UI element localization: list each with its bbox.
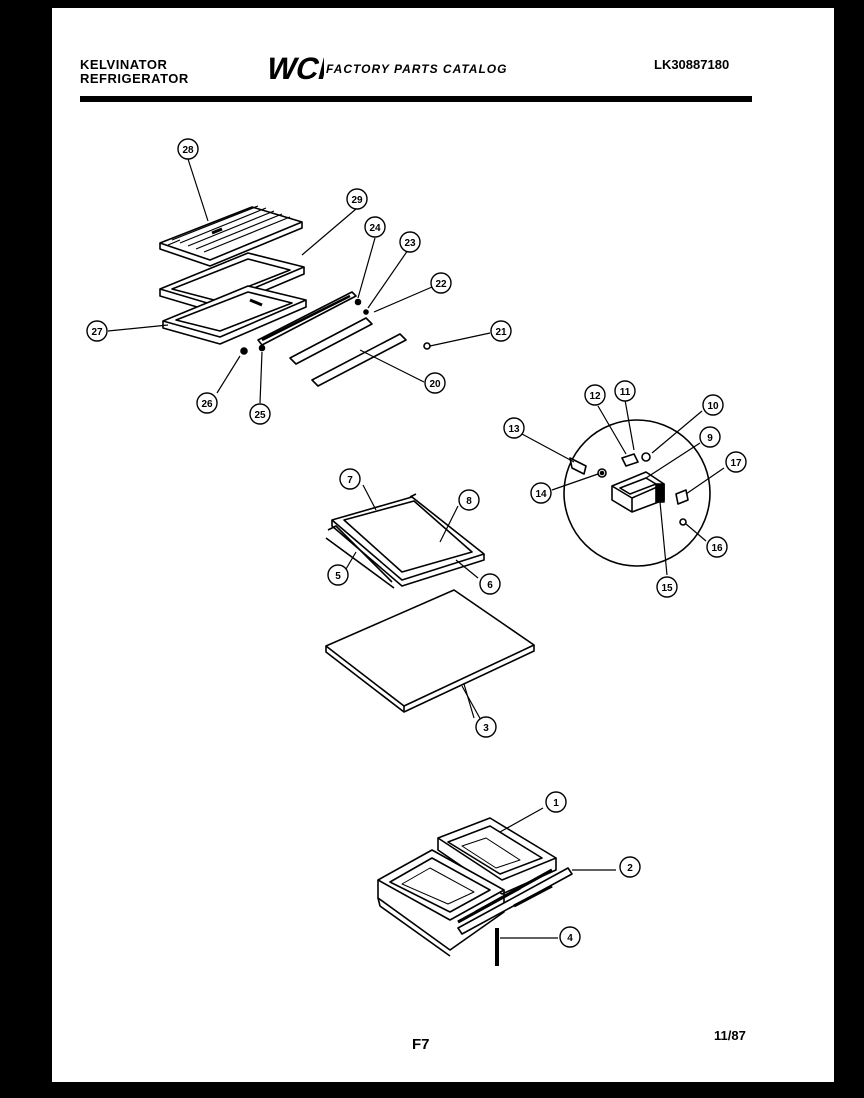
callout-8: 8: [466, 496, 472, 507]
wci-logo: WCI: [263, 51, 324, 84]
header-rule: [80, 96, 752, 102]
shelf-rail-left: [257, 291, 357, 346]
callout-6: 6: [487, 580, 493, 591]
logo-text: WCI: [263, 51, 324, 84]
callout-21: 21: [495, 327, 507, 338]
brand-block: KELVINATOR REFRIGERATOR: [80, 58, 189, 86]
callout-20-upper: 20: [429, 379, 441, 390]
callout-17: 17: [730, 458, 742, 469]
callout-14: 14: [535, 489, 547, 500]
callout-1: 1: [553, 798, 559, 809]
glass-shelf-assembly: [325, 493, 485, 589]
callout-25: 25: [254, 410, 266, 421]
callout-16: 16: [711, 543, 723, 554]
product-type: REFRIGERATOR: [80, 71, 189, 86]
crisper-rails: [457, 867, 573, 935]
page-code: F7: [412, 1036, 430, 1053]
callout-12: 12: [589, 391, 601, 402]
leader-lines: [107, 158, 725, 939]
brand-name: KELVINATOR: [80, 57, 168, 72]
callout-3: 3: [483, 723, 489, 734]
callout-2: 2: [627, 863, 633, 874]
callout-23: 23: [404, 238, 416, 249]
callout-29: 29: [351, 195, 363, 206]
callout-24: 24: [369, 223, 381, 234]
catalog-date: 11/87: [714, 1028, 746, 1043]
catalog-title: FACTORY PARTS CATALOG: [326, 62, 508, 76]
callout-13: 13: [508, 424, 520, 435]
shelf-rail-lower: [311, 333, 407, 387]
callout-28: 28: [182, 145, 194, 156]
callout-5: 5: [335, 571, 341, 582]
callout-27: 27: [91, 327, 103, 338]
shelf-grille-assembly: [159, 205, 303, 267]
callout-9: 9: [707, 433, 713, 444]
callout-circles: [86, 138, 747, 948]
callout-10: 10: [707, 401, 719, 412]
shelf-frame-lower: [162, 285, 307, 345]
shelf-rail-middle: [289, 317, 373, 365]
callout-7: 7: [347, 475, 353, 486]
callout-22: 22: [435, 279, 447, 290]
catalog-part-number: LK30887180: [654, 57, 730, 72]
callout-11: 11: [620, 387, 631, 398]
callout-4: 4: [567, 933, 573, 944]
callout-15: 15: [661, 583, 673, 594]
crisper-pan-right: [437, 817, 557, 895]
crisper-cover: [325, 589, 535, 713]
callout-26: 26: [201, 399, 213, 410]
light-housing-detail: [563, 419, 711, 567]
